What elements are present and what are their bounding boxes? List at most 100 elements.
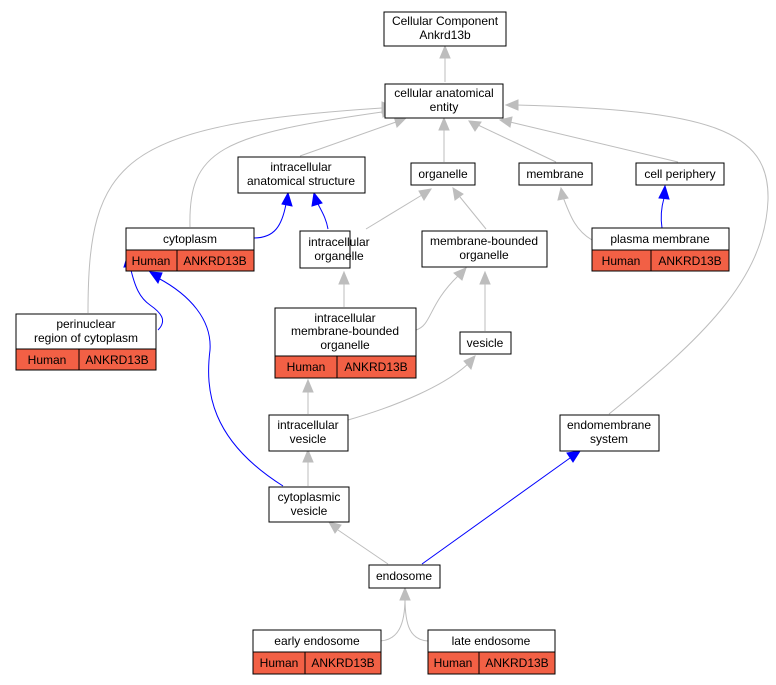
annotation-gene-cell — [304, 651, 382, 675]
node-label: cell periphery — [644, 167, 715, 181]
node-endomembrane-system[interactable]: endomembrane system — [559, 414, 660, 452]
edge-membrane-cae — [477, 124, 557, 163]
node-label: organelle — [459, 248, 509, 262]
edge-io-organelle — [365, 194, 423, 230]
edge-endosome-cv — [337, 529, 389, 565]
annotation-species: Human — [434, 656, 473, 670]
edge-io-ias — [317, 203, 329, 230]
node-label: entity — [430, 100, 459, 114]
annotation-gene: ANKRD13B — [658, 254, 721, 268]
annotation-gene: ANKRD13B — [311, 656, 374, 670]
edge-imbo-mbo — [415, 275, 459, 331]
node-label: Cellular Component — [392, 14, 499, 28]
node-organelle[interactable]: organelle — [410, 162, 476, 186]
arrow-mbo-organelle — [452, 187, 464, 201]
node-intracellular-membrane-bounded-organelle[interactable]: intracellular membrane-bounded organelle… — [274, 307, 417, 379]
edge-cv-cytoplasm — [157, 277, 284, 487]
node-label: late endosome — [452, 634, 531, 648]
arrow-to-endosome — [399, 586, 411, 601]
arrow-cv-iv — [302, 448, 314, 463]
node-label: vesicle — [290, 432, 327, 446]
annotation-gene-cell — [650, 249, 730, 272]
node-vesicle[interactable]: vesicle — [459, 331, 512, 355]
arrow-endosome-cv — [328, 521, 342, 534]
arrow-cv-cytoplasm — [148, 271, 163, 285]
node-label: organelle — [314, 249, 364, 263]
arrow-io-ias — [311, 191, 323, 207]
edge-cytoplasm-cae — [189, 111, 383, 228]
node-endosome[interactable]: endosome — [368, 564, 441, 589]
node-cellular-component[interactable]: Cellular Component Ankrd13b — [383, 11, 507, 47]
node-label: membrane — [526, 167, 584, 181]
arrow-io-organelle — [418, 188, 433, 201]
edge-iv-vesicle — [347, 363, 469, 421]
edge-early-endosome — [379, 597, 406, 642]
node-label: organelle — [418, 167, 468, 181]
edge-cellperiphery-cae — [509, 121, 679, 163]
node-label: membrane-bounded — [430, 234, 538, 248]
arrow-imbo-io — [338, 270, 350, 285]
annotation-gene-cell — [176, 249, 255, 272]
arrow-cytoplasm-ias — [281, 191, 293, 207]
edge-pm-cellperiphery — [660, 197, 665, 229]
edge-es-cae — [515, 104, 769, 415]
annotation-gene-cell — [336, 355, 417, 379]
node-intracellular-vesicle[interactable]: intracellular vesicle — [268, 414, 349, 452]
node-membrane-bounded-organelle[interactable]: membrane-bounded organelle — [421, 230, 548, 268]
node-label: intracellular — [308, 235, 369, 249]
node-label: region of cytoplasm — [34, 331, 138, 345]
node-intracellular-organelle[interactable]: intracellular organelle — [299, 230, 370, 269]
edge-endosome-es — [421, 457, 571, 565]
node-label: anatomical structure — [247, 174, 355, 188]
arrow-pm-membrane — [557, 186, 569, 201]
edge-perinuclear-cae — [87, 107, 383, 314]
arrow-organelle-cae — [438, 116, 450, 131]
annotation-gene-cell — [78, 348, 157, 371]
annotation-gene-cell — [478, 651, 556, 675]
arrow-pm-cellperiphery — [658, 184, 670, 200]
arrow-es-cae — [504, 99, 519, 111]
arrow-cellperiphery-cae — [498, 116, 513, 128]
node-cellular-anatomical-entity[interactable]: cellular anatomical entity — [384, 83, 504, 119]
annotation-species: Human — [602, 254, 641, 268]
node-label: Ankrd13b — [419, 28, 471, 42]
node-label: cytoplasmic — [278, 490, 341, 504]
node-label: vesicle — [291, 504, 328, 518]
annotation-gene: ANKRD13B — [85, 353, 148, 367]
edge-cytoplasm-ias — [253, 203, 287, 239]
arrow-endosome-es — [566, 450, 582, 463]
edge-pm-membrane — [562, 196, 593, 241]
annotation-species: Human — [260, 656, 299, 670]
node-label: plasma membrane — [610, 232, 710, 246]
arrow-imbo-mbo — [453, 267, 467, 281]
arrow-membrane-cae — [468, 120, 482, 132]
node-perinuclear-region-of-cytoplasm[interactable]: perinuclear region of cytoplasm Human AN… — [15, 313, 157, 371]
annotation-gene: ANKRD13B — [183, 254, 246, 268]
arrow-cae-root — [439, 44, 451, 59]
node-cell-periphery[interactable]: cell periphery — [635, 162, 725, 186]
edge-ias-cae — [299, 121, 397, 157]
node-label: membrane-bounded — [291, 324, 399, 338]
node-label: endosome — [376, 569, 432, 583]
node-label: early endosome — [274, 634, 360, 648]
node-label: cytoplasm — [163, 232, 217, 246]
annotation-species: Human — [132, 254, 171, 268]
edge-perinuclear-cytoplasm — [129, 265, 163, 331]
node-late-endosome[interactable]: late endosome Human ANKRD13B — [427, 629, 556, 675]
node-membrane[interactable]: membrane — [518, 162, 593, 186]
node-intracellular-anatomical-structure[interactable]: intracellular anatomical structure — [237, 156, 366, 194]
node-label: cellular anatomical — [394, 86, 493, 100]
node-cytoplasmic-vesicle[interactable]: cytoplasmic vesicle — [268, 486, 350, 523]
arrow-iv-vesicle — [463, 355, 476, 371]
node-cytoplasm[interactable]: cytoplasm Human ANKRD13B — [125, 227, 255, 272]
node-label: intracellular — [314, 311, 375, 325]
node-plasma-membrane[interactable]: plasma membrane Human ANKRD13B — [591, 227, 730, 272]
annotation-species: Human — [28, 353, 67, 367]
node-early-endosome[interactable]: early endosome Human ANKRD13B — [252, 629, 382, 675]
edges-gray — [87, 58, 769, 642]
arrow-iv-imbo — [302, 378, 314, 393]
node-label: organelle — [320, 338, 370, 352]
node-label: system — [590, 432, 628, 446]
edges-blue — [129, 197, 665, 565]
